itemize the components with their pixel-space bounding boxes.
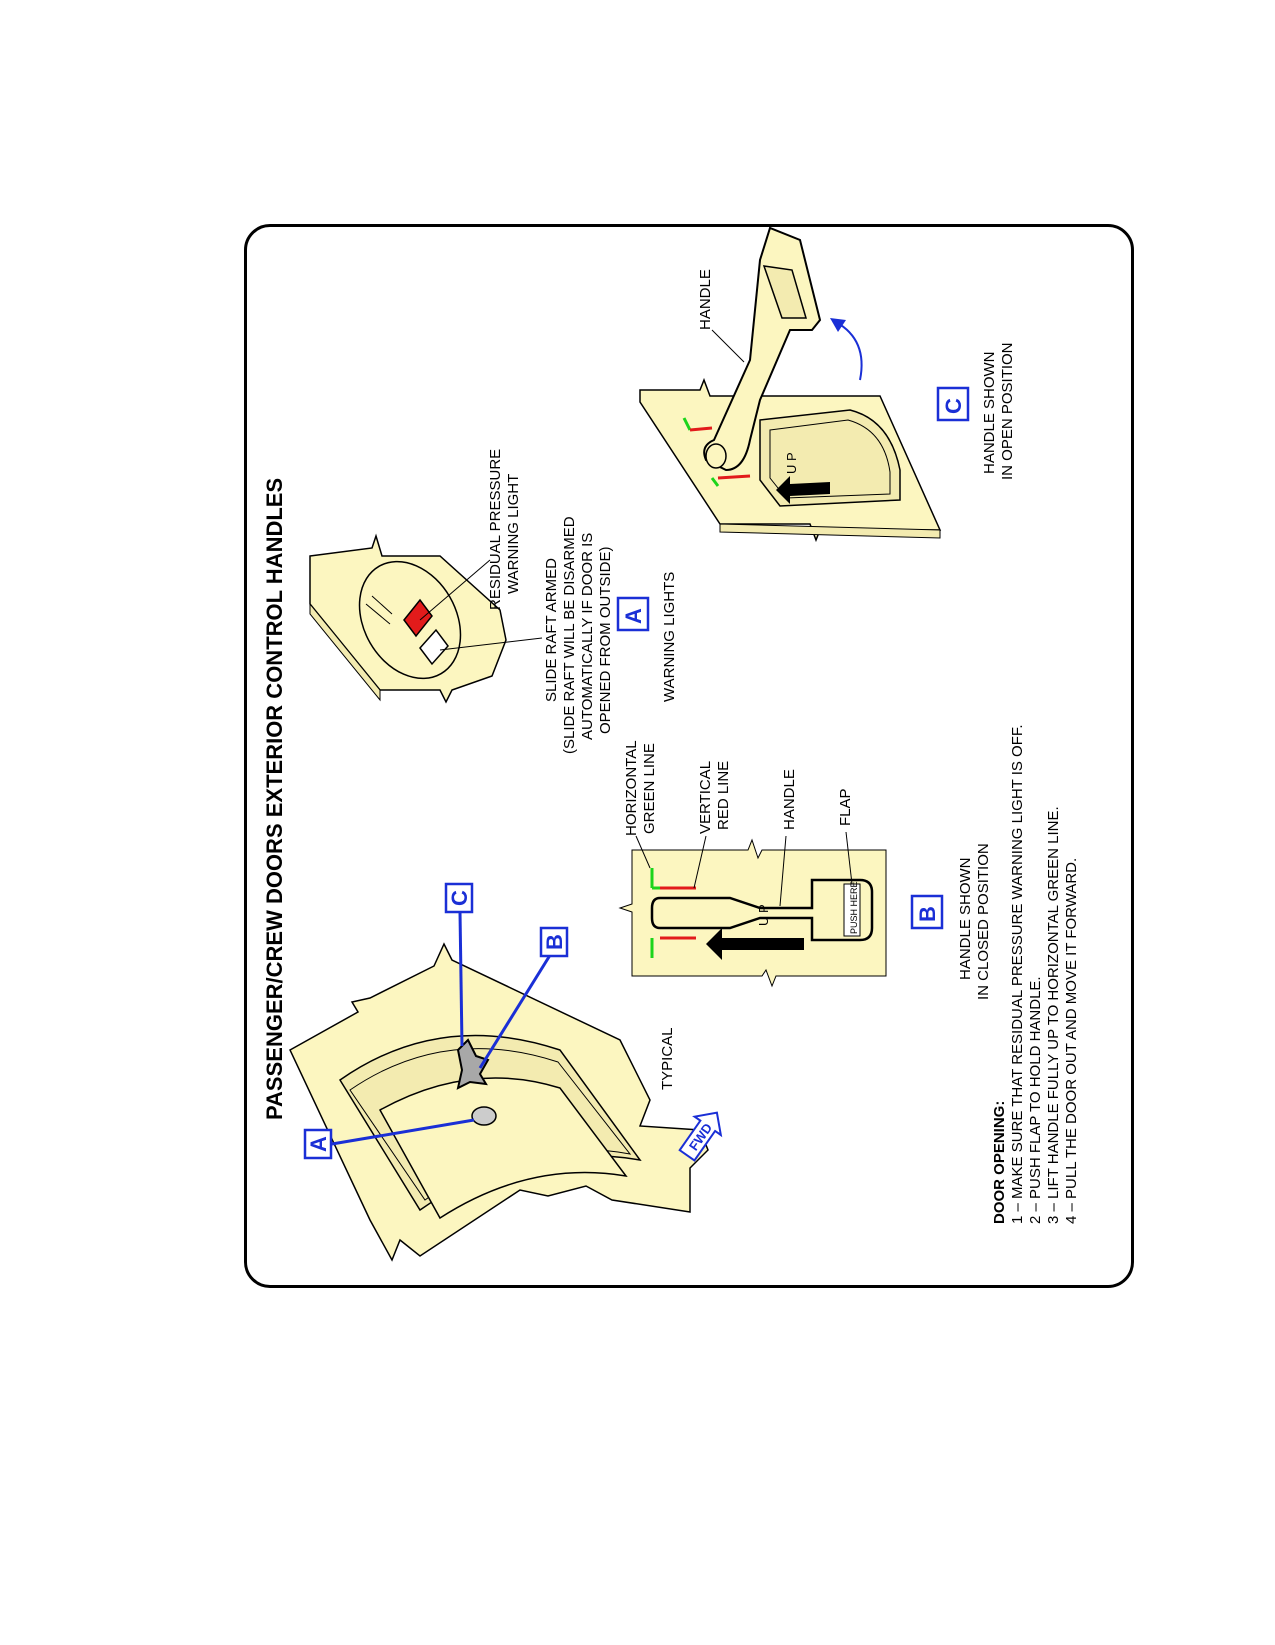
warning-light-oval [471,1106,497,1126]
view-c-callout-handle: HANDLE [697,269,714,330]
view-c-green-1 [682,417,692,431]
callout-line-a [331,1118,475,1146]
slide-label-3: AUTOMATICALLY IF DOOR IS [579,533,596,740]
view-c-up-arrow-icon [776,476,830,504]
view-c: U P HANDLE C HANDLE SHOWN IN OPEN POSITI… [639,226,1016,543]
slide-label-2: (SLIDE RAFT WILL BE DISARMED [561,516,578,754]
slide-leader [439,637,543,651]
marker-a-label: A [306,1136,331,1152]
marker-b-label: B [542,934,567,950]
view-b-caption-2: IN CLOSED POSITION [975,843,992,1000]
instruction-step-4: 4 – PULL THE DOOR OUT AND MOVE IT FORWAR… [1063,858,1080,1224]
instruction-step-3: 3 – LIFT HANDLE FULLY UP TO HORIZONTAL G… [1045,806,1062,1224]
view-c-red-2 [717,474,751,480]
view-b-marker-label: B [915,906,940,922]
diagram-title: PASSENGER/CREW DOORS EXTERIOR CONTROL HA… [262,478,287,1120]
view-c-red-1 [689,426,713,432]
callout-flap: FLAP [837,788,854,826]
callout-red-leader [693,835,707,889]
callout-handle-leader [779,835,787,907]
view-c-up-label: U P [784,452,799,474]
view-c-handle-leader [711,329,745,363]
door-handle [456,1038,490,1090]
view-a-caption: WARNING LIGHTS [661,572,678,702]
callout-green-1: HORIZONTAL [623,740,640,836]
view-b-caption-1: HANDLE SHOWN [957,857,974,980]
overview-caption: TYPICAL [659,1027,676,1090]
door-panel [378,1077,628,1220]
residual-label-1: RESIDUAL PRESSURE [487,449,504,610]
callout-green-leader [635,835,651,869]
slide-armed-light [419,628,449,666]
view-c-marker-label: C [941,398,966,414]
marker-c-box [444,882,474,914]
instructions-heading: DOOR OPENING: [991,1101,1008,1224]
marker-b-box [539,926,569,958]
view-a-marker-box [616,596,650,632]
view-b: PUSH HERE U P HORIZONTAL GREEN LINE VERT… [618,740,992,1000]
callout-red-2: RED LINE [715,761,732,830]
instruction-step-2: 2 – PUSH FLAP TO HOLD HANDLE. [1027,976,1044,1224]
callout-handle: HANDLE [781,769,798,830]
view-c-caption-1: HANDLE SHOWN [981,351,998,474]
callout-line-b [478,951,554,1069]
view-c-caption-2: IN OPEN POSITION [999,342,1016,480]
residual-label-2: WARNING LIGHT [505,474,522,594]
view-b-panel [618,838,887,988]
door-overview: A B C TYPICAL FWD [289,882,723,1262]
callout-green-2: GREEN LINE [641,743,658,834]
view-c-motion-arrow-icon [835,321,863,381]
view-a-marker-label: A [621,608,646,624]
residual-pressure-light [403,598,433,638]
view-b-marker-box [910,894,944,930]
door-opening-instructions: DOOR OPENING: 1 – MAKE SURE THAT RESIDUA… [991,724,1080,1224]
view-c-marker-box [936,386,970,422]
view-a: RESIDUAL PRESSURE WARNING LIGHT SLIDE RA… [309,449,678,754]
view-c-recess [759,409,901,507]
diagram-frame [244,224,1134,1288]
marker-c-label: C [447,890,472,906]
callout-line-c [458,911,464,1047]
instruction-step-1: 1 – MAKE SURE THAT RESIDUAL PRESSURE WAR… [1009,724,1026,1224]
view-c-green-2 [710,477,720,487]
push-here-label: PUSH HERE [849,881,859,934]
slide-label-4: OPENED FROM OUTSIDE) [597,546,614,734]
callout-red-1: VERTICAL [697,761,714,834]
callout-flap-leader [845,831,853,885]
marker-a-box [303,1128,333,1160]
view-b-handle-outline [650,878,874,942]
slide-label-1: SLIDE RAFT ARMED [543,558,560,702]
residual-leader [419,559,491,621]
up-arrow-icon [706,928,804,960]
view-b-up-label: U P [756,904,771,926]
